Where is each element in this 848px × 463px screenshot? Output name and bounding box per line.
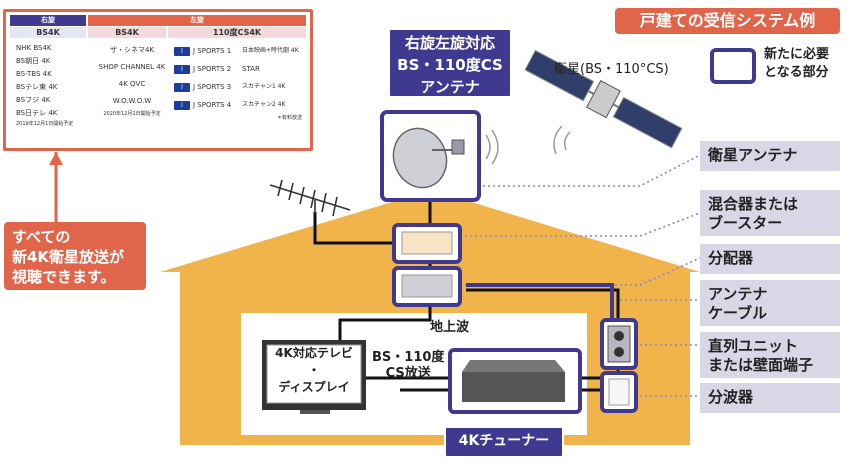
jsports-icon: J	[174, 100, 190, 110]
antenna-callout-line1: 右旋左旋対応	[404, 34, 495, 52]
left-callout-line1: すべての	[12, 228, 71, 246]
channel-item: SHOP CHANNEL 4K	[98, 63, 166, 71]
col1-header: BS4K	[10, 27, 86, 38]
label-mixer: 混合器または ブースター	[700, 190, 840, 236]
left-callout-line3: 視聴できます。	[12, 268, 116, 286]
label-cable-text: アンテナ ケーブル	[708, 285, 768, 322]
tv-label-line2: ・	[307, 363, 320, 377]
channel-item: STAR	[242, 65, 260, 73]
channel-item: スカチャン2 4K	[242, 101, 286, 108]
col2-list: ザ・シネマ4K SHOP CHANNEL 4K 4K QVC W.O.W.O.W…	[98, 42, 166, 117]
bs-cs-label: BS・110度 CS放送	[372, 350, 444, 382]
splitter-box	[401, 274, 453, 298]
channel-item: BSテレ東 4K	[16, 83, 58, 91]
bs-cs-label-line2: CS放送	[385, 366, 431, 381]
legend-line1: 新たに必要	[764, 47, 830, 62]
left-callout-line2: 新4K衛星放送が	[12, 248, 125, 266]
channel-item-label: J SPORTS 1	[193, 47, 232, 55]
terrestrial-label: 地上波	[430, 320, 470, 335]
label-splitter: 分配器	[700, 244, 840, 274]
channel-item: BS日テレ 4K	[16, 109, 58, 117]
channel-item: BS朝日 4K	[16, 57, 51, 65]
page-title: 戸建ての受信システム例	[615, 8, 840, 34]
jsports-icon: J	[174, 64, 190, 74]
header-right-circular: 右旋	[10, 15, 86, 26]
legend-swatch	[710, 48, 756, 84]
col3-header: 110度CS4K	[168, 27, 306, 38]
channel-item: NHK BS4K	[16, 44, 52, 52]
tv-label: 4K対応テレビ ・ ディスプレイ	[267, 345, 361, 396]
channel-item-label: J SPORTS 4	[193, 101, 232, 109]
col2-note: 2020年12月1日開始予定	[103, 111, 161, 117]
antenna-callout-line3: アンテナ	[420, 78, 480, 96]
signal-waves	[485, 129, 499, 165]
channel-item-label: J SPORTS 3	[193, 83, 232, 91]
label-demux: 分波器	[700, 383, 840, 413]
antenna-callout-line2: BS・110度CS	[397, 56, 503, 74]
new-cable	[466, 283, 614, 320]
legend-label: 新たに必要 となる部分	[764, 46, 829, 82]
channel-item: ザ・シネマ4K	[109, 46, 155, 54]
label-wall-terminal: 直列ユニット または壁面端子	[700, 332, 840, 378]
col1-list: NHK BS4K BS朝日 4K BS-TBS 4K BSテレ東 4K BSフジ…	[16, 42, 84, 127]
channel-item: BSフジ 4K	[16, 96, 51, 104]
legend-line2: となる部分	[764, 65, 829, 80]
jsports-icon: J	[174, 46, 190, 56]
channel-item-label: J SPORTS 2	[193, 65, 232, 73]
label-wall-terminal-text: 直列ユニット または壁面端子	[708, 337, 814, 374]
channel-item: スカチャン1 4K	[242, 83, 286, 90]
tuner-label: 4Kチューナー	[444, 426, 564, 458]
channel-item: 日本映画+時代劇 4K	[242, 47, 299, 54]
channel-item: 4K QVC	[118, 80, 146, 88]
mixer-box	[401, 231, 453, 255]
terrestrial-antenna	[269, 179, 351, 217]
left-callout: すべての 新4K衛星放送が 視聴できます。	[4, 222, 146, 290]
tv-label-line3: ディスプレイ	[278, 380, 350, 394]
satellite-label: 衛星(BS・110°CS)	[554, 62, 669, 77]
channel-item: BS-TBS 4K	[16, 70, 52, 78]
header-left-circular: 左旋	[88, 15, 306, 26]
col1-note: 2019年12月1日開始予定	[16, 121, 74, 127]
bs-cs-label-line1: BS・110度	[372, 350, 445, 365]
antenna-callout: 右旋左旋対応 BS・110度CS アンテナ	[388, 28, 512, 98]
satellite-icon	[524, 49, 683, 149]
jsports-icon: J	[174, 82, 190, 92]
col2-header: BS4K	[88, 27, 166, 38]
channel-lineup: 右旋 左旋 BS4K BS4K 110度CS4K NHK BS4K BS朝日 4…	[3, 9, 313, 151]
label-satellite-antenna: 衛星アンテナ	[700, 141, 840, 171]
tv-label-line1: 4K対応テレビ	[275, 346, 353, 360]
col3-note: ＊有料放送	[276, 115, 302, 121]
label-mixer-text: 混合器または ブースター	[708, 195, 799, 232]
label-cable: アンテナ ケーブル	[700, 280, 840, 326]
col3-right-list: 日本映画+時代劇 4K STAR スカチャン1 4K スカチャン2 4K ＊有料…	[242, 42, 308, 121]
channel-item: W.O.W.O.W	[112, 97, 152, 105]
